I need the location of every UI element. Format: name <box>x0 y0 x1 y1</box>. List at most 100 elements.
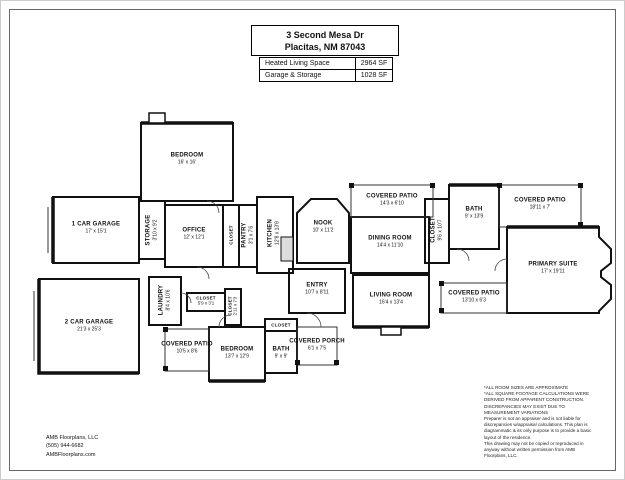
room-dims: 10'7 x 8'11 <box>305 289 329 296</box>
room-label-entry-closet: CLOSET 2'11 x 7'3 <box>228 296 239 315</box>
room-label-dining-room: DINING ROOM 14'4 x 11'10 <box>368 235 412 248</box>
kitchen-walls <box>256 196 294 274</box>
room-label-bath-2: BATH 9' x 9' <box>272 346 289 359</box>
nook-walls <box>296 198 350 264</box>
area-row-value: 2964 SF <box>355 58 392 69</box>
room-dims: 12'8 x 13'8 <box>274 221 281 245</box>
room-name: COVERED PATIO <box>514 197 566 204</box>
patio-outlines <box>164 184 582 372</box>
laundry-walls <box>148 276 182 326</box>
room-dims: 21'3 x 25'3 <box>77 326 101 333</box>
room-label-2-car-garage: 2 CAR GARAGE 21'3 x 25'3 <box>65 319 113 332</box>
room-dims: 14'3 x 6'10 <box>380 200 404 207</box>
room-label-covered-porch: COVERED PORCH 6'1 x 7'5 <box>289 338 345 351</box>
room-dims: 9' x 13'9 <box>464 213 484 220</box>
room-name: PANTRY <box>241 222 248 248</box>
garage-doors <box>33 207 49 361</box>
room-name: CLOSET <box>196 295 216 301</box>
room-name: PRIMARY SUITE <box>528 261 578 268</box>
area-row-label: Heated Living Space <box>265 60 330 67</box>
room-dims: 16' x 16' <box>177 159 197 166</box>
room-name: 2 CAR GARAGE <box>64 319 114 326</box>
room-label-primary-suite: PRIMARY SUITE 17' x 19'11 <box>528 261 577 274</box>
room-dims: 18'11 x 7' <box>529 204 551 211</box>
room-label-covered-patio-southeast: COVERED PATIO 13'10 x 6'3 <box>448 290 499 303</box>
room-dims: 17' x 15'1 <box>85 228 107 235</box>
bedroom-2-closet-walls <box>264 318 298 332</box>
door-arcs <box>180 200 508 328</box>
room-label-pantry: PANTRY 3'1 x 7'6 <box>241 222 254 247</box>
room-name: LAUNDRY <box>158 284 165 316</box>
room-dims: 6'1 x 7'5 <box>307 345 327 352</box>
title-box: 3 Second Mesa Dr Placitas, NM 87043 <box>251 25 399 57</box>
room-name: 1 CAR GARAGE <box>71 221 121 228</box>
room-label-covered-patio-northeast: COVERED PATIO 18'11 x 7' <box>514 197 565 210</box>
room-name: BATH <box>272 346 290 353</box>
room-label-entry: ENTRY 10'7 x 8'11 <box>305 282 329 295</box>
disclaimer-text: *ALL ROOM SIZES ARE APPROXIMATE *ALL SQU… <box>484 385 592 459</box>
fireplace <box>380 326 402 336</box>
room-label-kitchen: KITCHEN 12'8 x 13'8 <box>267 219 280 247</box>
room-label-storage: STORAGE 3'10 x 9'2 <box>145 215 158 246</box>
room-dims: 9' x 9' <box>274 353 288 360</box>
room-name: CLOSET <box>430 217 437 243</box>
room-label-bedroom-1: BEDROOM 16' x 16' <box>171 152 204 165</box>
room-dims: 12' x 12'1 <box>183 234 205 241</box>
area-summary-table: Heated Living Space 2964 SF Garage & Sto… <box>259 57 393 82</box>
room-dims: 17' x 19'11 <box>541 268 565 275</box>
room-name: NOOK <box>313 220 333 227</box>
room-label-covered-patio-north: COVERED PATIO 14'3 x 6'10 <box>366 193 417 206</box>
area-row-label: Garage & Storage <box>265 72 322 79</box>
primary-suite-walls <box>506 226 612 314</box>
room-name: BEDROOM <box>170 152 204 159</box>
room-name: DINING ROOM <box>368 235 412 242</box>
room-label-hall-closet: CLOSET 5'9 x 3'1 <box>196 296 215 307</box>
covered-patio-southeast-outline <box>440 282 508 314</box>
footer-phone: (505) 944-6682 <box>46 443 84 450</box>
room-dims: 3'10 x 9'2 <box>152 219 159 241</box>
room-dims: 13'7 x 12'9 <box>225 353 249 360</box>
patio-columns <box>163 183 583 371</box>
preparer-info: AMB Floorplans, LLC (505) 944-6682 AMBFl… <box>46 434 98 459</box>
room-label-office-closet: CLOSET <box>228 225 233 244</box>
room-name: STORAGE <box>145 214 152 246</box>
room-name: COVERED PATIO <box>161 341 213 348</box>
room-dims: 10' x 11'2 <box>312 227 334 234</box>
area-row-value: 1028 SF <box>355 70 392 81</box>
chimney <box>148 112 166 124</box>
room-label-laundry: LAUNDRY 8'4 x 10'6 <box>158 285 171 316</box>
footer-company: AMB Floorplans, LLC <box>46 435 99 441</box>
room-label-1-car-garage: 1 CAR GARAGE 17' x 15'1 <box>72 221 120 234</box>
room-label-office: OFFICE 12' x 12'1 <box>182 227 205 240</box>
footer-website: AMBFloorplans.com <box>46 451 96 458</box>
room-label-nook: NOOK 10' x 11'2 <box>313 220 334 233</box>
room-name: OFFICE <box>182 227 206 234</box>
room-name: KITCHEN <box>267 218 274 248</box>
address-line-1: 3 Second Mesa Dr <box>286 30 364 40</box>
room-name: ENTRY <box>306 282 328 289</box>
room-name: COVERED PATIO <box>366 193 418 200</box>
room-name: LIVING ROOM <box>369 292 413 299</box>
covered-patio-south-outline <box>164 328 210 372</box>
room-dims: 14'4 x 11'10 <box>376 242 404 249</box>
room-name: COVERED PORCH <box>289 338 345 345</box>
room-dims: 8'4 x 10'6 <box>165 289 172 311</box>
table-row: Heated Living Space 2964 SF <box>260 58 392 70</box>
room-name: CLOSET <box>228 225 234 245</box>
room-dims: 2'11 x 7'3 <box>233 296 238 316</box>
room-dims: 10'5 x 8'6 <box>176 348 198 355</box>
table-row: Garage & Storage 1028 SF <box>260 70 392 81</box>
room-label-bath-1: BATH 9' x 13'9 <box>465 206 483 219</box>
kitchen-island <box>280 236 294 262</box>
room-name: BEDROOM <box>220 346 254 353</box>
room-label-bedroom-2-closet: CLOSET <box>271 322 290 327</box>
room-dims: 3'1 x 7'6 <box>248 225 255 245</box>
room-label-covered-patio-south: COVERED PATIO 10'5 x 8'6 <box>161 341 212 354</box>
room-dims: 9'6 x 10'7 <box>437 219 444 241</box>
room-label-bedroom-2: BEDROOM 13'7 x 12'9 <box>221 346 254 359</box>
room-dims: 5'9 x 3'1 <box>197 301 215 306</box>
room-name: BATH <box>465 206 483 213</box>
room-label-living-room: LIVING ROOM 16'4 x 13'4 <box>370 292 413 305</box>
